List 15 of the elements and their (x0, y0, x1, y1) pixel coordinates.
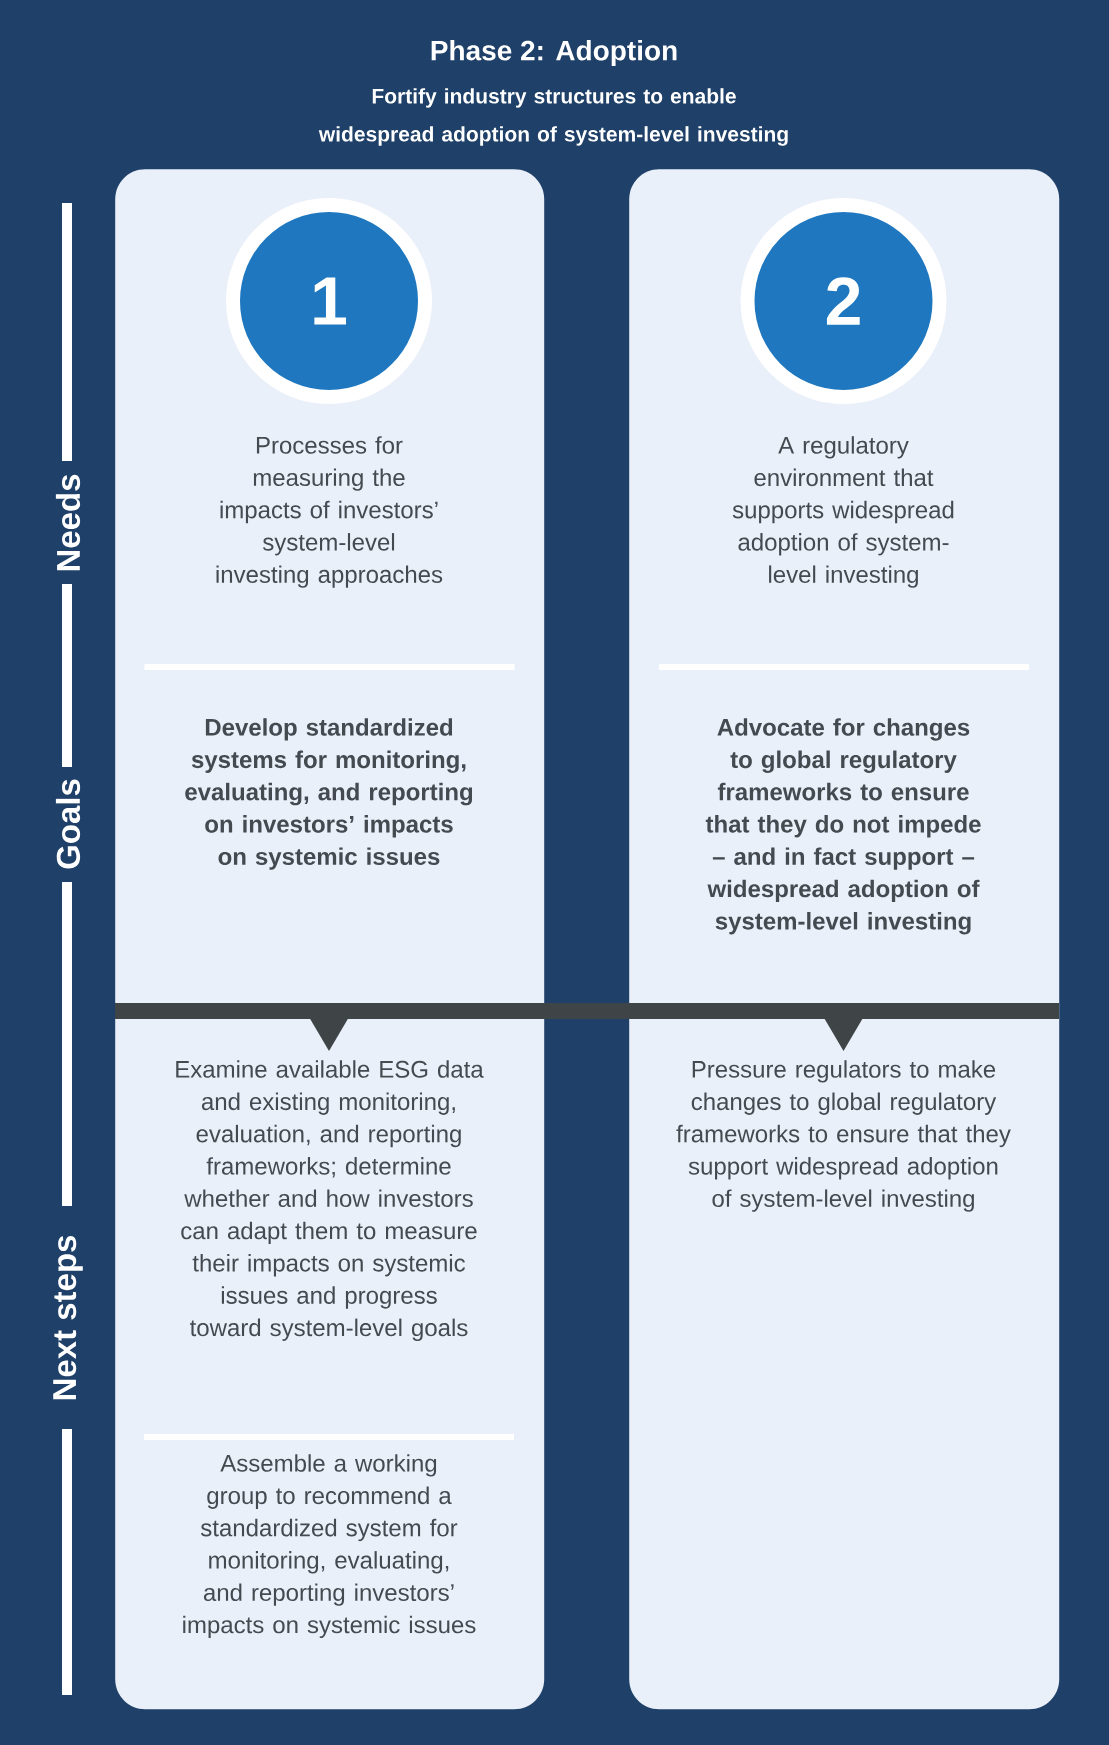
goal-text: Develop standardized systems for monitoring, evaluating, and reporting on investors’ impacts on systemic issues (185, 718, 473, 870)
need-text: A regulatory environment that supports widespread adoption of system-level investing (732, 436, 954, 588)
title: Phase 2: Adoption (431, 39, 677, 67)
subtitle: Fortify industry structures to enable widespread adoption of system-level investing (318, 88, 788, 146)
need-text: Processes for measuring the impacts of investors’ system-level investing approaches (216, 436, 443, 588)
step-text: Examine available ESG data and existing monitoring, evaluation, and reporting frameworks; determine whether and how investors can adapt them to measure their impacts on systemic issues and progress toward system-level goals (176, 1060, 484, 1341)
card (629, 169, 1060, 1710)
goal-text: Advocate for changes to global regulatory frameworks to ensure that they do not impede – and in fact support – widespread adoption of system-level investing (705, 718, 981, 935)
step-text: Pressure regulators to make changes to global regulatory frameworks to ensure that they support widespread adoption of system-level investing (676, 1060, 1011, 1212)
row-label: Next steps (53, 1235, 83, 1400)
card (115, 169, 545, 1710)
row-label: Goals (55, 779, 81, 869)
row-label: Needs (55, 474, 81, 571)
notched-bar (115, 1003, 1059, 1051)
step-text: Assemble a working group to recommend a standardized system for monitoring, evaluating, and reporting investors’ impacts on systemic issues (183, 1454, 476, 1639)
